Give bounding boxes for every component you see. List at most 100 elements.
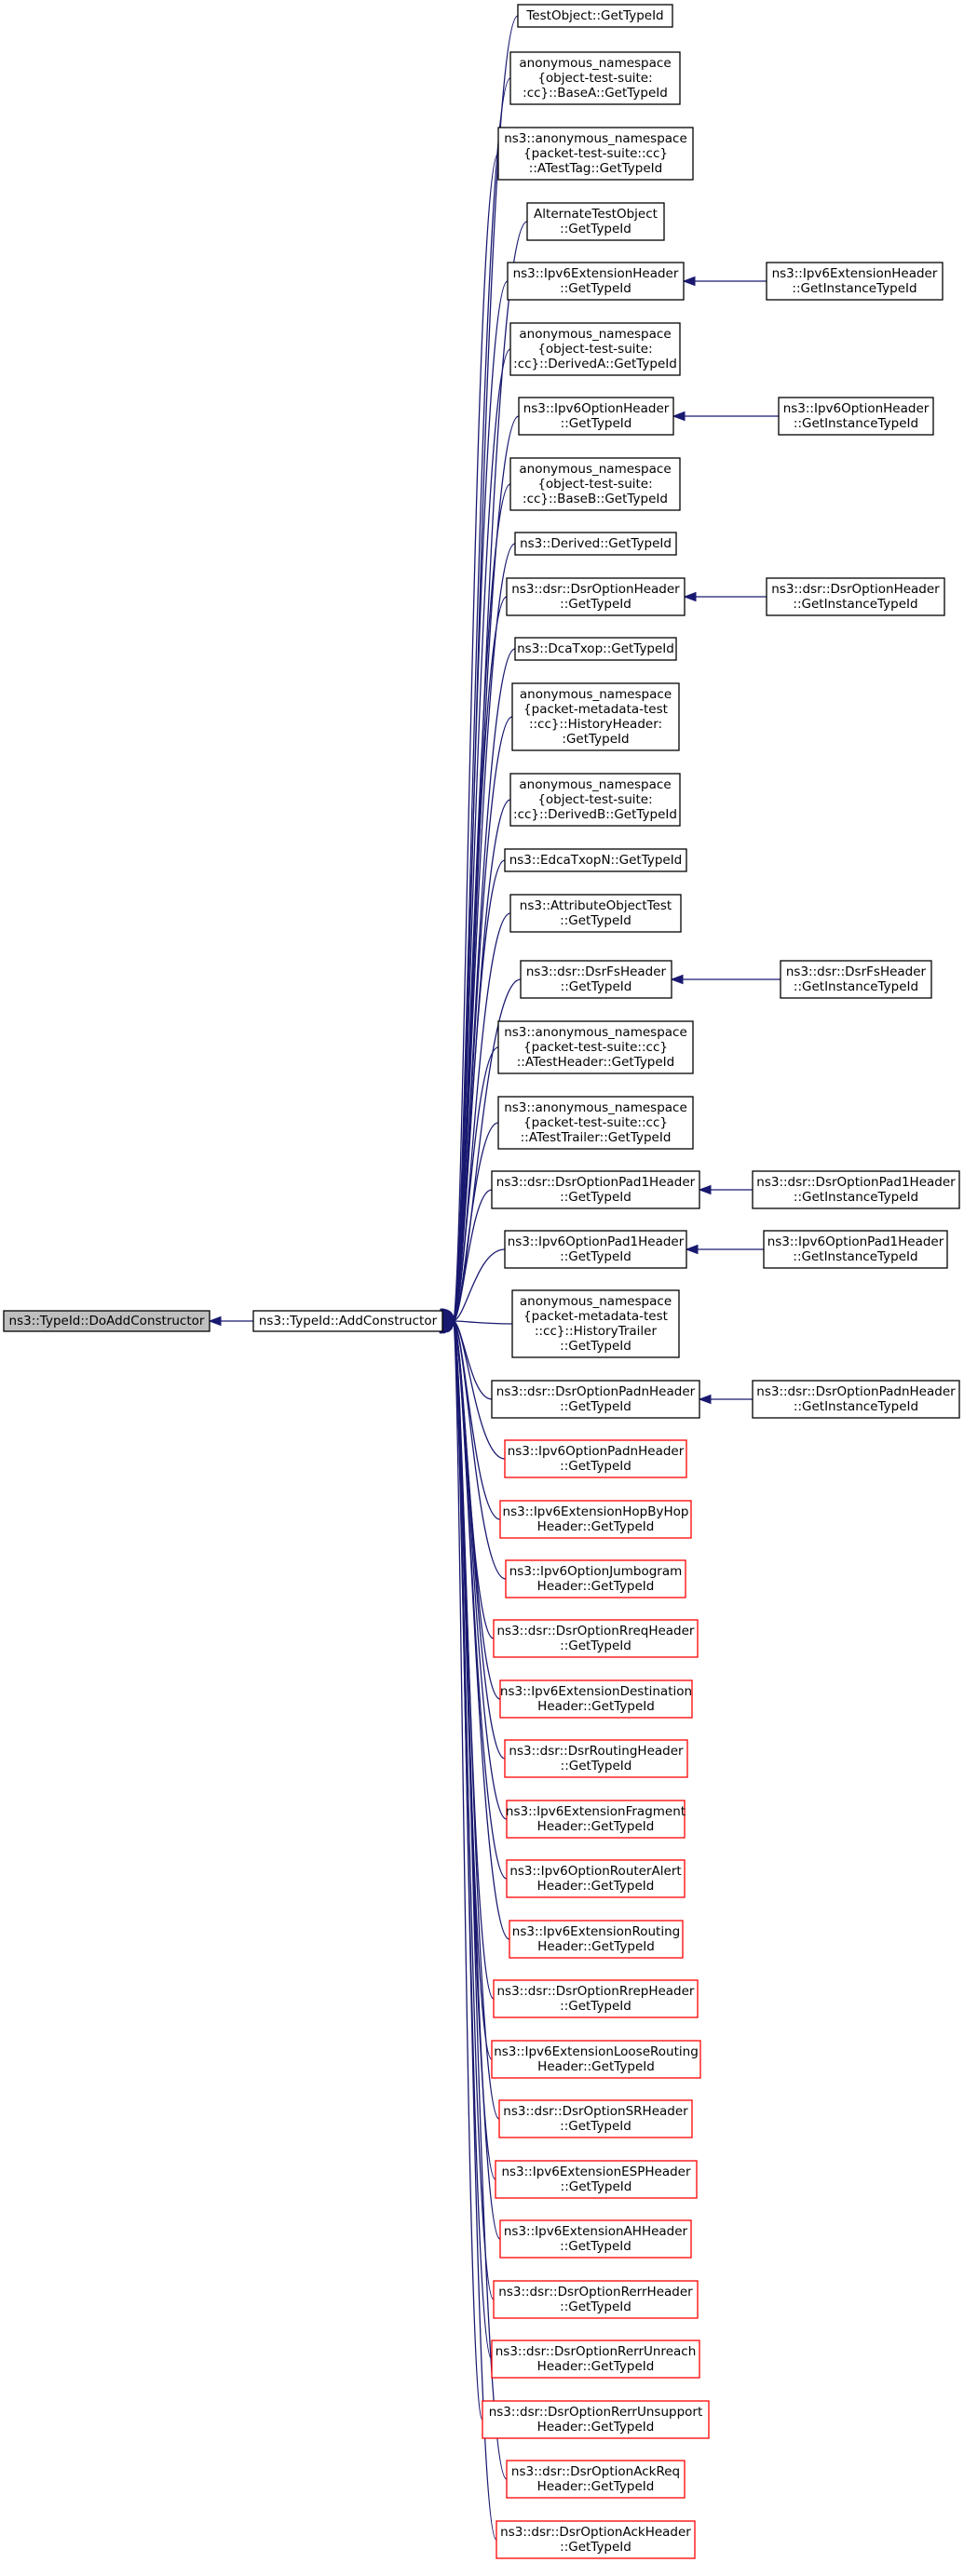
node-box: [496, 2520, 696, 2559]
node-label: Header::GetTypeId: [537, 2359, 655, 2374]
node-label: ns3::Ipv6OptionPadnHeader: [508, 1444, 685, 1459]
node-label: {packet-metadata-test: [523, 1309, 668, 1324]
node-label: Header::GetTypeId: [537, 2059, 655, 2074]
node-dsrpadn[interactable]: ns3::dsr::DsrOptionPadnHeader::GetTypeId: [491, 1380, 700, 1419]
node-dsrack[interactable]: ns3::dsr::DsrOptionAckHeader::GetTypeId: [496, 2520, 696, 2559]
node-ipv6pad1_inst[interactable]: ns3::Ipv6OptionPad1Header::GetInstanceTy…: [763, 1230, 948, 1269]
arrowhead: [672, 411, 686, 422]
node-label: ns3::Ipv6ExtensionHopByHop: [503, 1504, 689, 1519]
node-box: [520, 960, 672, 999]
node-ipv6padn[interactable]: ns3::Ipv6OptionPadnHeader::GetTypeId: [504, 1439, 687, 1478]
node-basea[interactable]: anonymous_namespace{object-test-suite::c…: [509, 51, 681, 105]
edge-add_constructor-to-do_add_constructor: [208, 1315, 253, 1327]
node-dsrfshdr_inst[interactable]: ns3::dsr::DsrFsHeader::GetInstanceTypeId: [780, 960, 932, 999]
node-historyheader[interactable]: anonymous_namespace{packet-metadata-test…: [511, 682, 680, 751]
node-ipv6frag[interactable]: ns3::Ipv6ExtensionFragmentHeader::GetTyp…: [506, 1800, 686, 1839]
node-label: {object-test-suite:: [537, 477, 652, 492]
node-label: ::GetTypeId: [560, 222, 631, 236]
node-derivedb[interactable]: anonymous_namespace{object-test-suite::c…: [509, 773, 681, 827]
node-ipv6dest[interactable]: ns3::Ipv6ExtensionDestinationHeader::Get…: [499, 1679, 693, 1719]
node-edcatxopn[interactable]: ns3::EdcaTxopN::GetTypeId: [504, 848, 687, 872]
node-label: ns3::TypeId::AddConstructor: [259, 1314, 438, 1328]
node-add_constructor[interactable]: ns3::TypeId::AddConstructor: [252, 1310, 443, 1332]
edge-line: [453, 1320, 483, 2421]
node-historytrailer[interactable]: anonymous_namespace{packet-metadata-test…: [511, 1289, 680, 1358]
node-dsrrouting[interactable]: ns3::dsr::DsrRoutingHeader::GetTypeId: [504, 1739, 688, 1778]
node-label: TestObject::GetTypeId: [525, 8, 663, 23]
node-ipv6hopbyhop[interactable]: ns3::Ipv6ExtensionHopByHopHeader::GetTyp…: [499, 1500, 692, 1539]
node-do_add_constructor[interactable]: ns3::TypeId::DoAddConstructor: [3, 1310, 210, 1332]
node-dsrrerrunreach[interactable]: ns3::dsr::DsrOptionRerrUnreachHeader::Ge…: [491, 2340, 700, 2379]
node-label: ::GetInstanceTypeId: [794, 416, 918, 431]
node-label: ns3::Ipv6OptionPad1Header: [508, 1234, 685, 1249]
edge-ipv6hopbyhop-to-add_constructor: [441, 1320, 501, 1520]
node-box: [482, 2400, 710, 2439]
node-box: [506, 1859, 686, 1898]
node-label: {packet-test-suite::cc}: [523, 1040, 668, 1055]
node-dsrrrep[interactable]: ns3::dsr::DsrOptionRrepHeader::GetTypeId: [493, 1979, 699, 2018]
node-label: ns3::Ipv6ExtensionRouting: [512, 1924, 680, 1939]
node-atesttag[interactable]: ns3::anonymous_namespace{packet-test-sui…: [497, 127, 694, 181]
edge-line: [453, 1046, 499, 1322]
node-label: ns3::anonymous_namespace: [504, 131, 687, 146]
node-label: ::GetTypeId: [560, 2540, 631, 2555]
node-label: ns3::TypeId::DoAddConstructor: [9, 1314, 205, 1328]
node-ipv6ah[interactable]: ns3::Ipv6ExtensionAHHeader::GetTypeId: [499, 2219, 692, 2259]
node-ipv6exthdr_inst[interactable]: ns3::Ipv6ExtensionHeader::GetInstanceTyp…: [766, 262, 944, 301]
arrowhead: [683, 591, 697, 602]
node-ipv6routing[interactable]: ns3::Ipv6ExtensionRoutingHeader::GetType…: [509, 1920, 684, 1959]
node-box: [504, 1230, 687, 1269]
node-box: [526, 202, 665, 241]
node-label: ::GetTypeId: [560, 1339, 631, 1354]
node-deriveda[interactable]: anonymous_namespace{object-test-suite::c…: [509, 322, 681, 376]
node-ipv6esp[interactable]: ns3::Ipv6ExtensionESPHeader::GetTypeId: [495, 2160, 698, 2199]
node-dsrrerrunsupport[interactable]: ns3::dsr::DsrOptionRerrUnsupportHeader::…: [482, 2400, 710, 2439]
node-dsrpad1[interactable]: ns3::dsr::DsrOptionPad1Header::GetTypeId: [491, 1170, 700, 1209]
node-ipv6routeralert[interactable]: ns3::Ipv6OptionRouterAlertHeader::GetTyp…: [506, 1859, 686, 1898]
node-attrobjtest[interactable]: ns3::AttributeObjectTest::GetTypeId: [509, 894, 682, 933]
node-label: ns3::dsr::DsrOptionPadnHeader: [756, 1384, 956, 1399]
node-dsrackreq[interactable]: ns3::dsr::DsrOptionAckReqHeader::GetType…: [506, 2460, 686, 2499]
node-box: [511, 682, 680, 751]
node-box: [509, 773, 681, 827]
node-ipv6loose[interactable]: ns3::Ipv6ExtensionLooseRoutingHeader::Ge…: [491, 2040, 701, 2079]
node-box: [506, 577, 686, 616]
node-dsrpad1_inst[interactable]: ns3::dsr::DsrOptionPad1Header::GetInstan…: [752, 1170, 960, 1209]
node-dsrfshdr[interactable]: ns3::dsr::DsrFsHeader::GetTypeId: [520, 960, 672, 999]
node-label: ::GetInstanceTypeId: [792, 281, 916, 296]
node-dcatxop[interactable]: ns3::DcaTxop::GetTypeId: [514, 637, 677, 661]
node-ipv6exthdr[interactable]: ns3::Ipv6ExtensionHeader::GetTypeId: [507, 262, 685, 301]
node-baseb[interactable]: anonymous_namespace{object-test-suite::c…: [509, 457, 681, 511]
node-label: {object-test-suite:: [537, 342, 652, 357]
node-label: ::ATestTag::GetTypeId: [529, 161, 662, 176]
node-label: ns3::dsr::DsrRoutingHeader: [509, 1744, 684, 1759]
node-label: ns3::dsr::DsrOptionAckHeader: [500, 2525, 691, 2540]
node-atestheader[interactable]: ns3::anonymous_namespace{packet-test-sui…: [497, 1020, 694, 1074]
node-label: :cc}::DerivedA::GetTypeId: [513, 357, 677, 371]
node-dsrsr[interactable]: ns3::dsr::DsrOptionSRHeader::GetTypeId: [498, 2099, 693, 2138]
node-label: ::GetTypeId: [560, 1249, 631, 1264]
node-dsrpadn_inst[interactable]: ns3::dsr::DsrOptionPadnHeader::GetInstan…: [752, 1380, 960, 1419]
node-label: anonymous_namespace: [519, 777, 671, 792]
node-testobject[interactable]: TestObject::GetTypeId: [517, 4, 673, 28]
node-label: :cc}::BaseA::GetTypeId: [523, 86, 668, 101]
node-derived[interactable]: ns3::Derived::GetTypeId: [514, 532, 677, 556]
node-atesttrailer[interactable]: ns3::anonymous_namespace{packet-test-sui…: [497, 1096, 694, 1150]
node-ipv6pad1[interactable]: ns3::Ipv6OptionPad1Header::GetTypeId: [504, 1230, 687, 1269]
node-ipv6opthdr_inst[interactable]: ns3::Ipv6OptionHeader::GetInstanceTypeId: [778, 397, 934, 436]
node-box: [780, 960, 932, 999]
node-dsropthdr_inst[interactable]: ns3::dsr::DsrOptionHeader::GetInstanceTy…: [766, 577, 945, 616]
node-alternate[interactable]: AlternateTestObject::GetTypeId: [526, 202, 665, 241]
nodes-layer: ns3::TypeId::DoAddConstructor ns3::TypeId…: [3, 4, 960, 2559]
edge-line: [453, 543, 516, 1322]
edge-line: [453, 1320, 513, 1325]
edge-ipv6opthdr_inst-to-ipv6opthdr: [672, 411, 779, 422]
edge-dsrfshdr_inst-to-dsrfshdr: [670, 974, 781, 985]
node-ipv6jumbo[interactable]: ns3::Ipv6OptionJumbogramHeader::GetTypeI…: [505, 1559, 686, 1598]
arrowhead: [208, 1315, 222, 1327]
node-dsrrreq[interactable]: ns3::dsr::DsrOptionRreqHeader::GetTypeId: [493, 1619, 699, 1658]
node-ipv6opthdr[interactable]: ns3::Ipv6OptionHeader::GetTypeId: [518, 397, 674, 436]
node-label: {packet-test-suite::cc}: [523, 146, 668, 161]
node-dsrrerr[interactable]: ns3::dsr::DsrOptionRerrHeader::GetTypeId: [493, 2280, 699, 2319]
node-dsropthdr[interactable]: ns3::dsr::DsrOptionHeader::GetTypeId: [506, 577, 686, 616]
